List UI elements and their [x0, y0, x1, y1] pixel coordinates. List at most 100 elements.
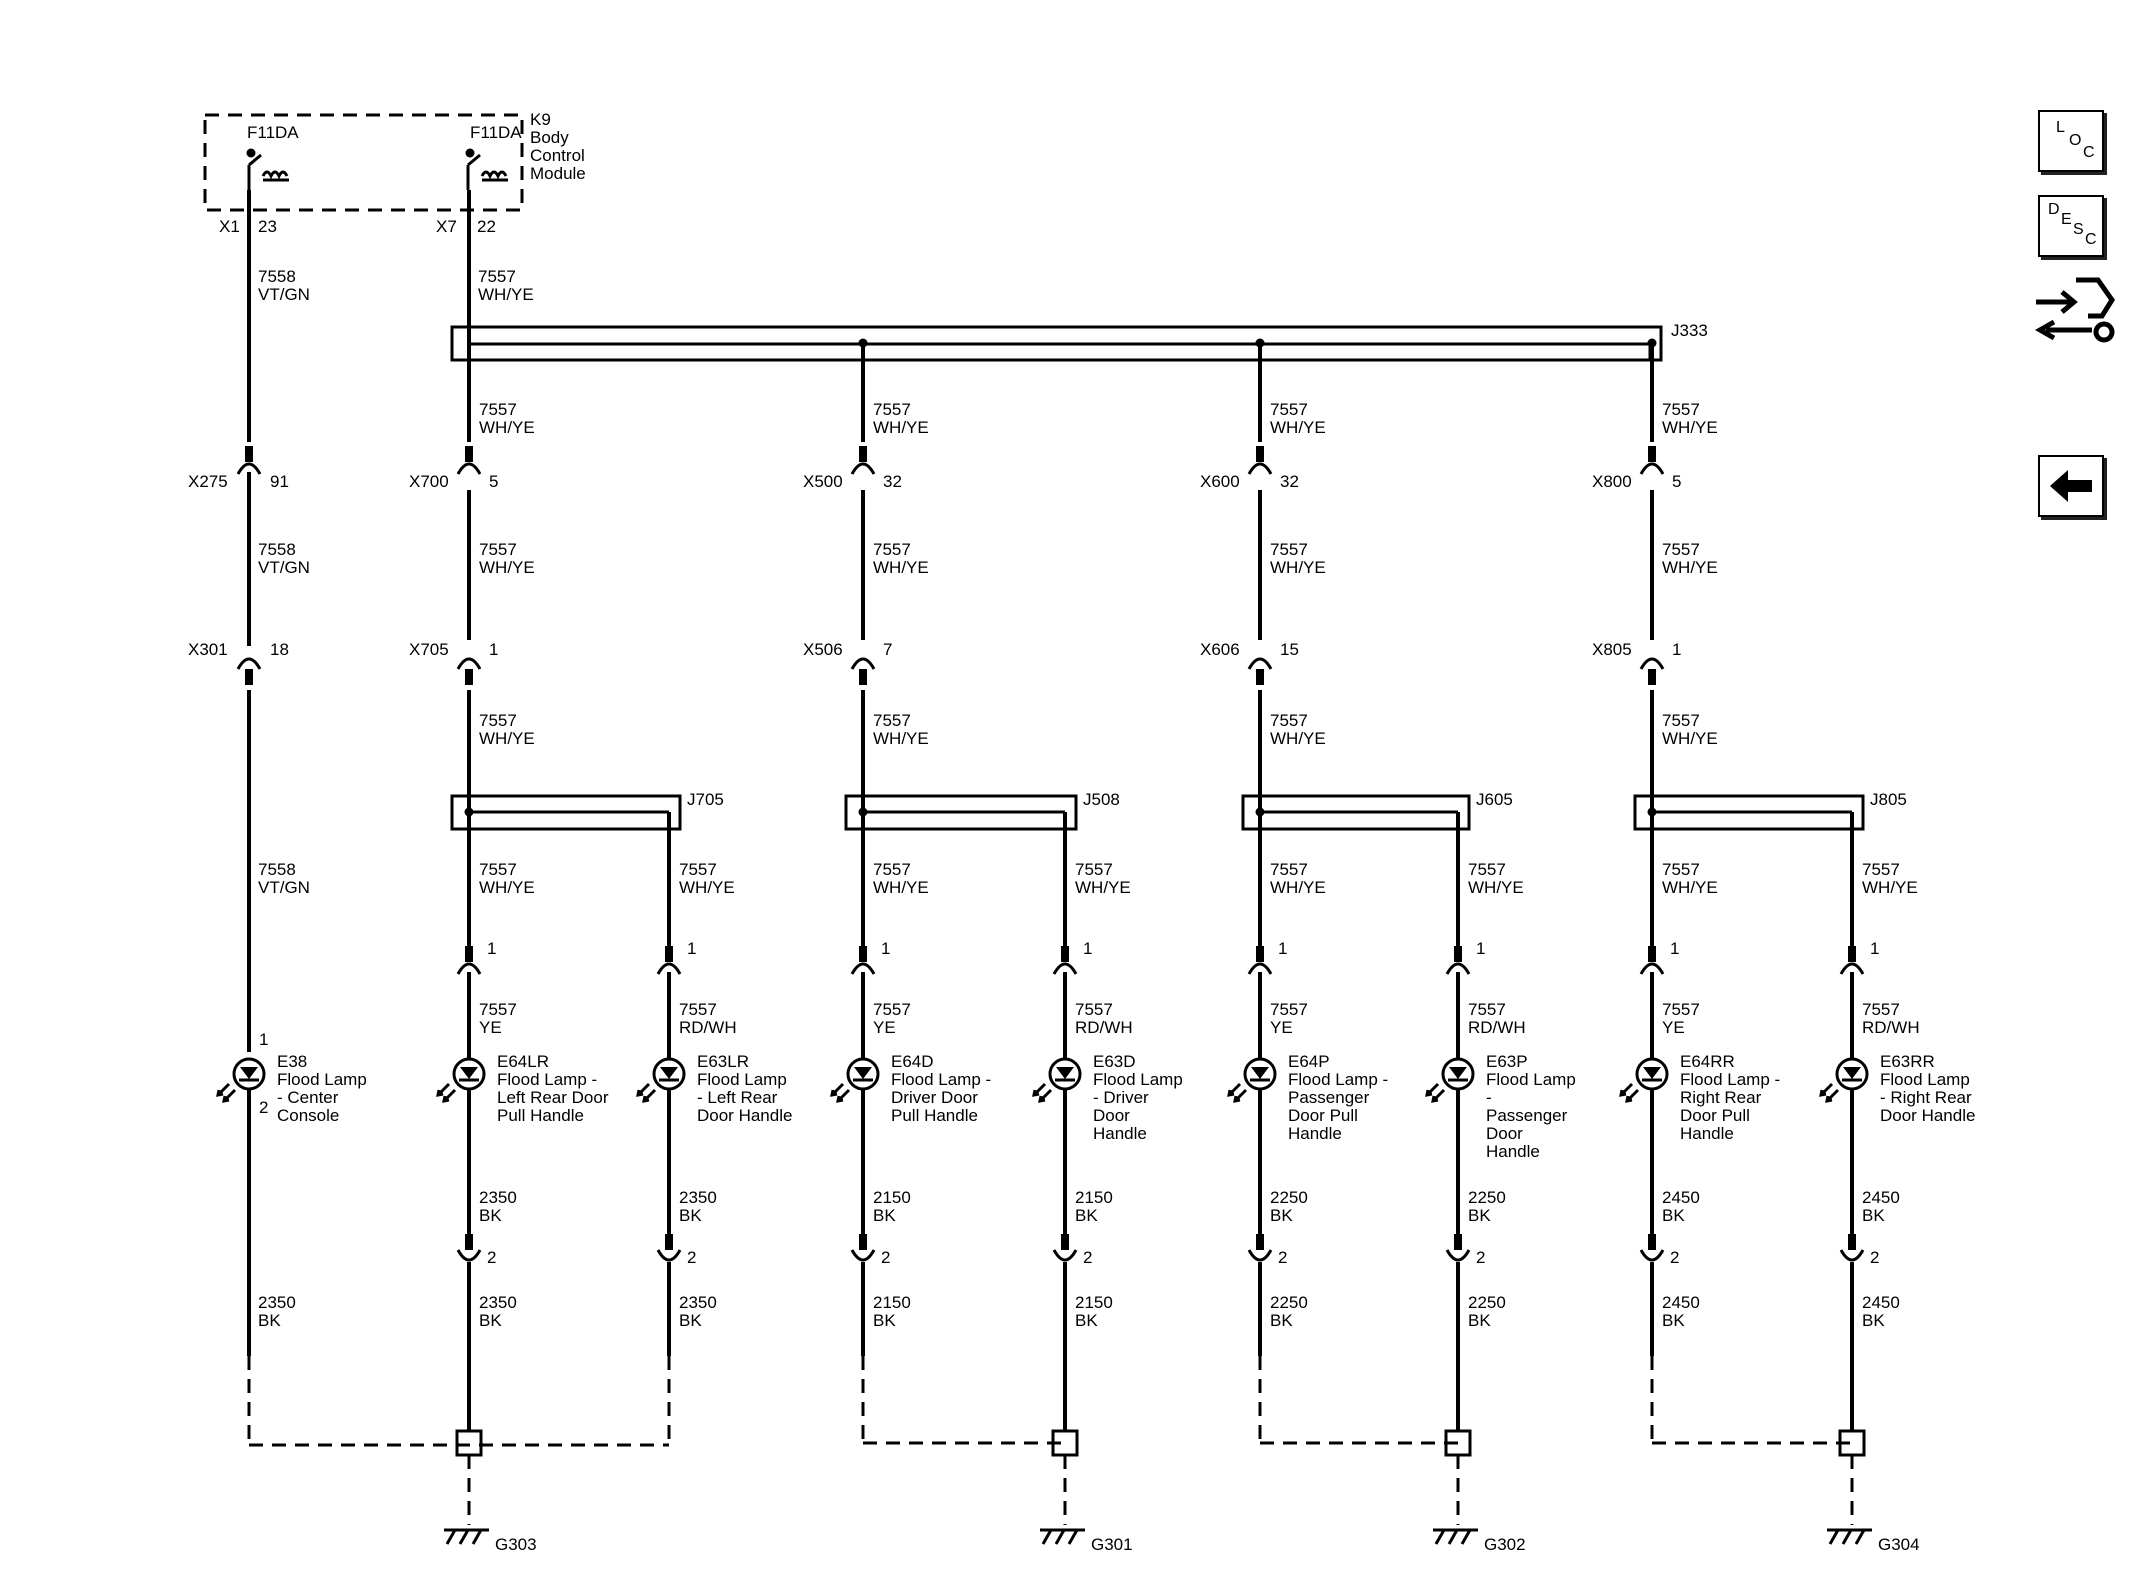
loc-letter-o: O [2069, 132, 2082, 149]
group-2-lamp-1-ray1 [830, 1082, 845, 1097]
wire-label-circuit: 2450 [1662, 1293, 1700, 1312]
wire-label-color: BK [1468, 1206, 1491, 1225]
wire-label-circuit: 2450 [1862, 1188, 1900, 1207]
group-2-lamp-2-diode [1056, 1067, 1074, 1079]
fuse-switch-2-pivot [465, 148, 475, 158]
group-1-lamp-1-diode [460, 1067, 478, 1079]
lamp-id: E63D [1093, 1052, 1136, 1071]
group-2-lamp-2-conn-top-stub [1061, 946, 1069, 962]
wire-label-circuit: 7557 [1662, 400, 1700, 419]
group-4-lamp-2-circle [1835, 1057, 1869, 1091]
wire-label-circuit: 7557 [1862, 1000, 1900, 1019]
ground-G303-symbol-hatch [445, 1529, 457, 1545]
wire-label-color: BK [679, 1206, 702, 1225]
wire-label-color: WH/YE [1662, 878, 1718, 897]
group-3-lamp-2-diode [1449, 1067, 1467, 1079]
ground-G301-symbol-hatch [1054, 1529, 1066, 1545]
wire-label-circuit: 7558 [258, 860, 296, 879]
lamp-description-line: Handle [1093, 1124, 1147, 1143]
group-4-inline-2-stub [1648, 669, 1656, 685]
splice-label: J605 [1476, 790, 1513, 809]
lamp-id: E64RR [1680, 1052, 1735, 1071]
lamp-description-line: Flood Lamp [697, 1070, 787, 1089]
back-button[interactable] [2038, 455, 2104, 517]
group-2-lamp-2-conn-bottom-stub [1061, 1234, 1069, 1250]
desc-letter-s: S [2073, 221, 2084, 238]
group-1-lamp-1-conn-bottom-stub [465, 1234, 473, 1250]
group-2-inline-1-arc [850, 462, 876, 475]
lamp-id: E64LR [497, 1052, 549, 1071]
desc-letter-c: C [2085, 231, 2097, 248]
lamp-description-line: Passenger [1288, 1088, 1370, 1107]
fuse-switch-2-blade [467, 153, 481, 167]
group-2-lamp-1-conn-top-stub [859, 946, 867, 962]
lamp-pin-label: 2 [487, 1248, 496, 1267]
description-button[interactable]: D E S C [2038, 195, 2104, 257]
lamp-pin-label: 2 [1278, 1248, 1287, 1267]
inline-connector-label: X500 [803, 472, 843, 491]
group-3-lamp-1-diode [1251, 1067, 1269, 1079]
group-3-inline-2-arc [1247, 657, 1273, 670]
wire-label-color: RD/WH [1862, 1018, 1920, 1037]
wire-label-circuit: 2150 [1075, 1188, 1113, 1207]
group-3-lamp-1-ray2 [1233, 1088, 1248, 1103]
wire-label-color: YE [873, 1018, 896, 1037]
ground-G304-symbol-hatch [1854, 1529, 1866, 1545]
wire-label-circuit: 7558 [258, 540, 296, 559]
wire-label-circuit: 7557 [873, 711, 911, 730]
lamp-description-line: Right Rear [1680, 1088, 1762, 1107]
fuse-switch-2-coil [480, 170, 508, 180]
wire-label-color: BK [1270, 1311, 1293, 1330]
inline-connector-label: X506 [803, 640, 843, 659]
group-2-lamp-2-conn-bottom-arc [1052, 1249, 1078, 1262]
lamp-id: E64P [1288, 1052, 1330, 1071]
wire-label-circuit: 2350 [258, 1293, 296, 1312]
inline-pin-label: 15 [1280, 640, 1299, 659]
module-name: K9 [530, 110, 551, 129]
lamp-description-line: Flood Lamp - [891, 1070, 991, 1089]
wire-label-circuit: 7557 [1075, 860, 1113, 879]
connector-wrench-icon[interactable] [2032, 272, 2116, 352]
wire-label-color: WH/YE [1862, 878, 1918, 897]
inline-x275-stub [245, 446, 253, 462]
wire-label-circuit: 7557 [1468, 860, 1506, 879]
group-4-lamp-2-conn-bottom-arc [1839, 1249, 1865, 1262]
group-1-inline-2-stub [465, 669, 473, 685]
inline-connector-label: X606 [1200, 640, 1240, 659]
group-3-inline-1-arc [1247, 462, 1273, 475]
wire-label-circuit: 7557 [1270, 711, 1308, 730]
inline-connector-label: X275 [188, 472, 228, 491]
ground-G301-symbol-hatch [1041, 1529, 1053, 1545]
wire-label-circuit: 7557 [478, 267, 516, 286]
group-4-lamp-2-diode [1843, 1067, 1861, 1079]
wire-label-circuit: 7557 [679, 1000, 717, 1019]
group-1-lamp-2-ray1 [636, 1082, 651, 1097]
lamp-description-line: Door Pull [1680, 1106, 1750, 1125]
wire-label-circuit: 7557 [1662, 1000, 1700, 1019]
group-3-inline-1-stub [1256, 446, 1264, 462]
desc-letter-e: E [2061, 211, 2072, 228]
wire-label-color: BK [1270, 1206, 1293, 1225]
lamp-description-line: Passenger [1486, 1106, 1568, 1125]
location-button[interactable]: L O C [2038, 110, 2104, 172]
group-4-lamp-2-conn-top-arc [1839, 962, 1865, 975]
wire-label-circuit: 7557 [873, 400, 911, 419]
wire-label-color: WH/YE [873, 418, 929, 437]
group-4-lamp-2-ray2 [1825, 1088, 1840, 1103]
ground-G304-symbol-hatch [1828, 1529, 1840, 1545]
wire-label-color: VT/GN [258, 558, 310, 577]
group-3-lamp-2-circle [1441, 1057, 1475, 1091]
lamp-description-line: - Center [277, 1088, 339, 1107]
lamp-pin-label: 1 [687, 939, 696, 958]
inline-connector-label: X705 [409, 640, 449, 659]
ground-G302-symbol-hatch [1434, 1529, 1446, 1545]
group-3-lamp-1-conn-top-stub [1256, 946, 1264, 962]
lamp-pin-label: 2 [259, 1098, 268, 1117]
group-3-lamp-2-ray2 [1431, 1088, 1446, 1103]
lamp-description-line: Flood Lamp [1093, 1070, 1183, 1089]
wire-label-color: WH/YE [1662, 729, 1718, 748]
ground-G303-symbol-hatch [471, 1529, 483, 1545]
group-2-lamp-1-ray2 [836, 1088, 851, 1103]
ground-G303-label: G303 [495, 1535, 537, 1554]
